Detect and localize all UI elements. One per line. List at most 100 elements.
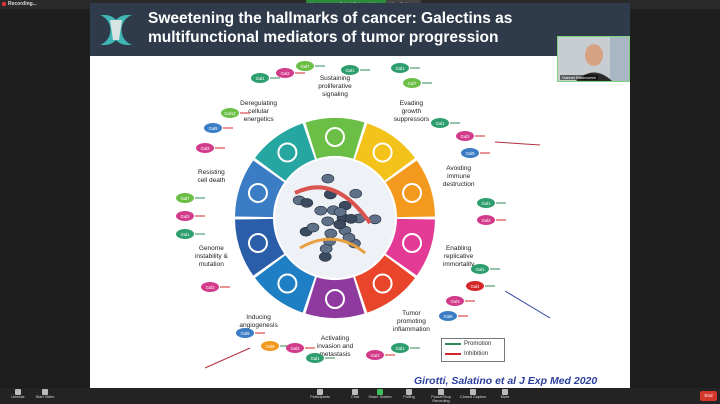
hallmark-icon <box>247 233 268 254</box>
galectin-label: Gal1 <box>482 201 492 206</box>
start-video-button[interactable]: Start Video <box>30 389 60 403</box>
start-video-icon <box>42 389 48 395</box>
galectin-label: Gal1 <box>436 121 446 126</box>
tumor-cell-icon <box>333 207 347 217</box>
toolbar-label: Start Video <box>35 395 55 399</box>
polling-button[interactable]: Polling <box>394 389 424 403</box>
annotation-arrow-icon <box>204 347 251 369</box>
galectin-badge-icon <box>391 343 409 353</box>
galectin-badge-icon <box>391 63 409 73</box>
promotion-arrow-icon <box>445 343 461 345</box>
hallmark-icon <box>247 182 268 203</box>
hallmark-segment <box>355 123 416 181</box>
galectin-label: Gal3 <box>371 353 381 358</box>
galectin-badge-icon <box>461 148 479 158</box>
chat-button[interactable]: Chat <box>340 389 370 403</box>
hallmark-icon <box>325 127 345 147</box>
legend: Promotion Inhibition <box>441 338 505 362</box>
tumor-cell-icon <box>306 222 320 233</box>
hallmark-segment <box>235 160 285 218</box>
hallmark-segment <box>385 160 435 218</box>
toolbar-label: More <box>500 395 510 399</box>
galectin-badge-icon <box>221 108 239 118</box>
galectin-label: Gal4 <box>471 284 481 289</box>
hallmark-segment <box>355 255 416 313</box>
galectin-badge-icon <box>446 296 464 306</box>
logo-icon <box>100 15 132 45</box>
participants-icon <box>317 389 323 395</box>
hallmark-icon <box>325 289 345 309</box>
toolbar-label: Closed Caption <box>460 395 486 399</box>
galectin-badge-icon <box>366 350 384 360</box>
more-button[interactable]: More <box>490 389 520 403</box>
hallmark-icon <box>372 142 393 163</box>
galectin-badge-icon <box>341 65 359 75</box>
toolbar-label: Polling <box>403 395 415 399</box>
pause-stop-recording-button[interactable]: Pause/Stop Recording <box>426 389 456 403</box>
shared-slide: Sweetening the hallmarks of cancer: Gale… <box>90 3 630 388</box>
recording-indicator[interactable]: Recording... <box>2 1 37 7</box>
closed-caption-button[interactable]: Closed Caption <box>458 389 488 403</box>
galectin-label: Gal8 <box>266 344 276 349</box>
galectin-label: Gal7 <box>301 64 311 69</box>
hallmark-segment <box>305 118 365 159</box>
chat-icon <box>352 389 358 395</box>
pause-stop-recording-icon <box>438 389 444 395</box>
tumor-cell-icon <box>300 198 314 208</box>
galectin-badge-icon <box>477 215 495 225</box>
tumor-cell-icon <box>333 219 347 230</box>
share-screen-button[interactable]: Share Screen <box>365 389 395 403</box>
end-meeting-button[interactable]: End <box>700 391 717 401</box>
galectin-badge-icon <box>176 193 194 203</box>
galectin-label: Gal1 <box>396 346 406 351</box>
hallmark-segment <box>254 255 315 313</box>
galectin-badge-icon <box>204 123 222 133</box>
galectin-badge-icon <box>466 281 484 291</box>
galectin-label: Gal9 <box>209 126 219 131</box>
unmute-button[interactable]: Unmute <box>3 389 33 403</box>
slide-header: Sweetening the hallmarks of cancer: Gale… <box>90 3 630 56</box>
tumor-cell-icon <box>349 188 363 199</box>
galectin-label: Gal3 <box>482 218 492 223</box>
tumor-cell-icon <box>324 228 338 239</box>
galectin-label: Gal1 <box>311 356 321 361</box>
tumor-cell-icon <box>368 214 382 225</box>
tumor-cell-icon <box>318 251 332 262</box>
galectin-badge-icon <box>236 328 254 338</box>
toolbar-label: Participants <box>310 395 330 399</box>
galectin-label: Gal3 <box>451 299 461 304</box>
blood-vessel-icon <box>294 185 372 225</box>
hallmark-segment <box>305 277 365 318</box>
galectin-label: Gal1 <box>346 68 356 73</box>
participants-button[interactable]: Participants <box>305 389 335 403</box>
fibroblast-icon <box>299 237 366 255</box>
hallmark-icon <box>402 182 423 203</box>
person-silhouette-icon <box>558 37 629 81</box>
galectin-badge-icon <box>176 211 194 221</box>
toolbar-label: Unmute <box>11 395 25 399</box>
toolbar-label: Pause/Stop Recording <box>431 395 451 403</box>
hallmark-icon <box>372 273 393 294</box>
galectin-badge-icon <box>306 353 324 363</box>
tumor-cell-icon <box>314 205 328 216</box>
galectin-label: Gal7 <box>408 81 418 86</box>
slide-title: Sweetening the hallmarks of cancer: Gale… <box>148 10 513 46</box>
galectin-badge-icon <box>296 61 314 71</box>
video-thumbnail[interactable]: Gabriel Rabinovich <box>557 36 630 82</box>
galectin-badge-icon <box>456 131 474 141</box>
galectin-badge-icon <box>261 341 279 351</box>
galectin-label: Gal9 <box>241 331 251 336</box>
closed-caption-icon <box>470 389 476 395</box>
